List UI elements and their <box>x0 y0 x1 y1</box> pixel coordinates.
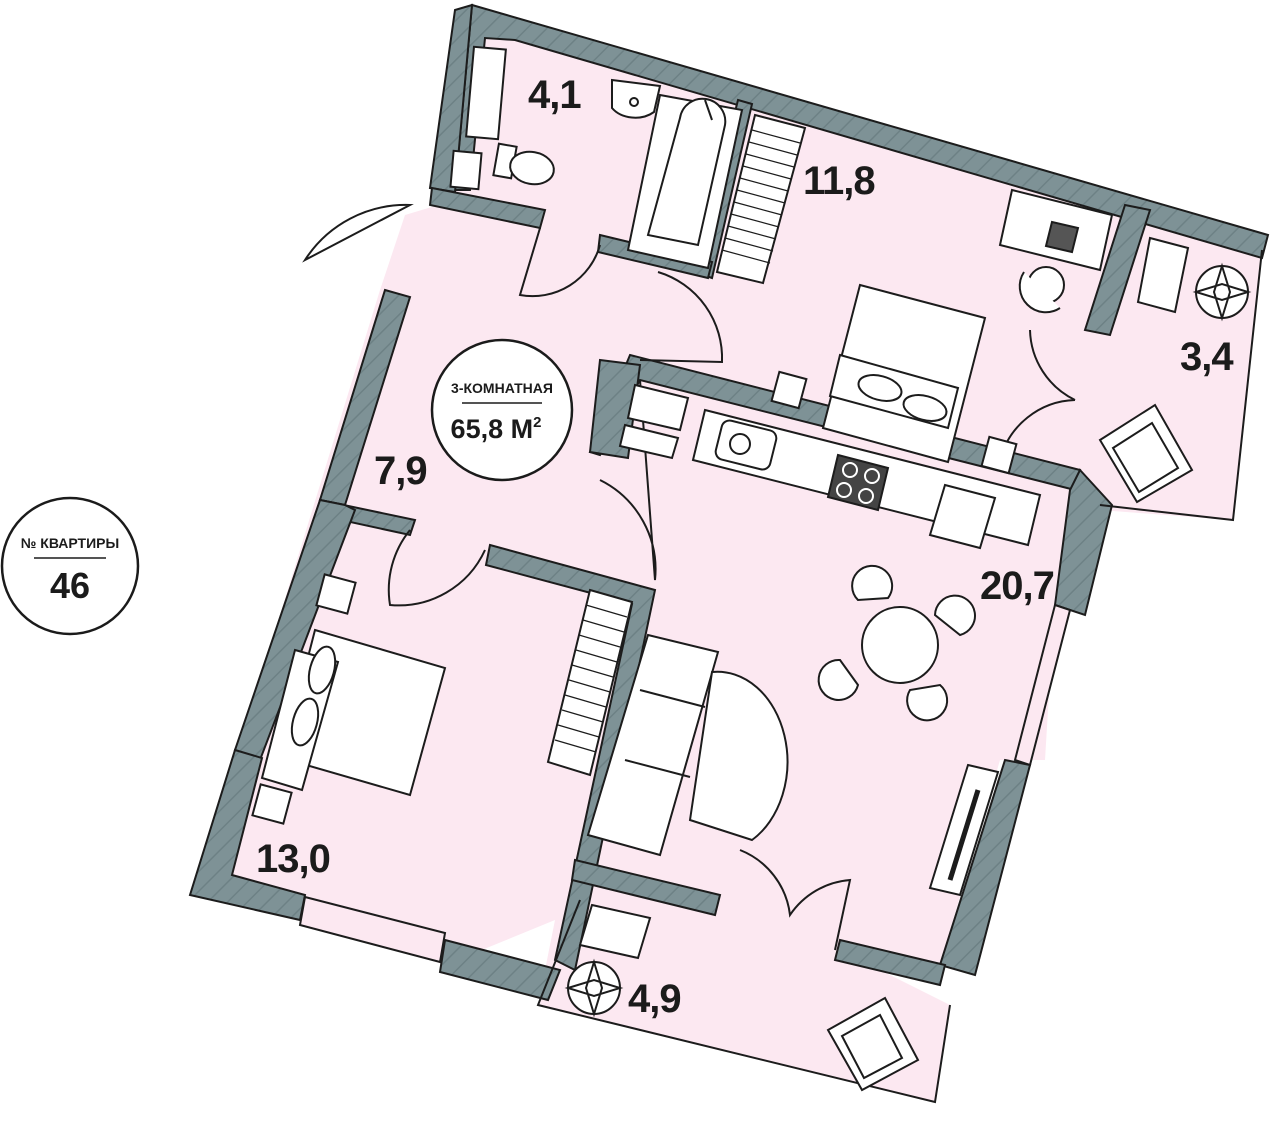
chair-2-icon <box>933 594 976 637</box>
furniture <box>251 45 1252 1092</box>
bed-top-icon <box>770 283 1018 475</box>
room-labels: 4,1 11,8 3,4 7,9 20,7 13,0 4,9 <box>256 73 1235 1021</box>
toilet-icon <box>492 142 555 186</box>
windows <box>298 603 1072 964</box>
bedroom-top-door-icon <box>639 271 724 364</box>
floor-main <box>210 25 1262 1102</box>
balcony-bottom-door-icon <box>739 849 852 951</box>
fridge-icon <box>928 483 997 550</box>
wardrobe-icon <box>618 383 690 460</box>
wall-bedroom-bottom <box>438 938 562 1002</box>
apartment-type-badge: 3-КОМНАТНАЯ 65,8 М2 <box>430 338 574 482</box>
chair-1-icon <box>851 564 894 602</box>
bed-left-icon <box>251 573 447 825</box>
apartment-type-label: 3-КОМНАТНАЯ <box>451 380 553 396</box>
entry-door-icon <box>302 203 414 263</box>
wall-living-bottom <box>833 938 947 987</box>
chair-4-icon <box>906 683 949 722</box>
room-area-balcony-bottom: 4,9 <box>628 977 681 1021</box>
wall-balcony-right <box>1083 203 1152 337</box>
apartment-area: 65,8 М2 <box>451 414 542 444</box>
room-area-bathroom: 4,1 <box>528 73 581 117</box>
shelf-balcony-bottom-icon <box>578 903 652 960</box>
shelf-balcony-icon <box>1136 236 1190 314</box>
balcony-outlines <box>536 249 1263 1104</box>
balcony-bottom-outline <box>536 899 951 1104</box>
room-area-balcony-right: 3,4 <box>1180 335 1234 379</box>
shelf-small-icon <box>449 149 483 191</box>
apartment-number: 46 <box>50 565 90 606</box>
balcony-right-outline <box>1099 249 1263 522</box>
room-area-bedroom-left: 13,0 <box>256 837 330 881</box>
chair-icon <box>1018 266 1065 314</box>
plant-icon <box>1192 262 1252 322</box>
wall-living-bottom-left <box>570 858 722 917</box>
radiator-icon <box>715 113 807 285</box>
radiator-bedroom-icon <box>546 588 634 777</box>
rug-icon <box>688 670 789 842</box>
balcony-right-door-icon <box>1029 329 1076 401</box>
bathroom-door-icon <box>518 227 601 298</box>
plant-bottom-icon <box>564 958 624 1018</box>
stove-icon <box>826 453 890 512</box>
kitchen-door-icon <box>599 379 657 581</box>
room-area-kitchen-living: 20,7 <box>980 564 1054 608</box>
window-bedroom <box>298 895 447 964</box>
sink-icon <box>611 78 662 119</box>
wall-left-lower <box>188 748 307 922</box>
window-living <box>1013 603 1072 767</box>
chair-3-icon <box>817 658 860 701</box>
apartment-number-label: № КВАРТИРЫ <box>21 535 119 551</box>
sofa-icon <box>586 633 789 857</box>
wall-top <box>453 3 1270 260</box>
bedroom-left-door-icon <box>387 529 486 607</box>
apartment-number-badge: № КВАРТИРЫ 46 <box>0 496 140 636</box>
wall-living-right-lower <box>938 758 1032 977</box>
tv-icon <box>928 763 1000 897</box>
armchair-bottom-icon <box>826 996 920 1092</box>
room-area-bedroom-top: 11,8 <box>803 159 875 203</box>
kitchen-sink-icon <box>714 419 778 471</box>
watermark: Циан <box>985 946 1091 995</box>
desk-icon <box>998 188 1114 272</box>
shelf-icon <box>465 45 507 141</box>
bathtub-icon <box>626 93 744 270</box>
dining-table-icon <box>817 564 976 722</box>
room-area-hallway: 7,9 <box>374 449 427 493</box>
armchair-icon <box>1098 403 1194 504</box>
